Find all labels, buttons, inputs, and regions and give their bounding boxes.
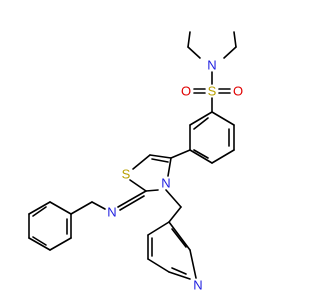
thiazole-bond <box>149 154 172 159</box>
imine-double-bond <box>119 195 145 211</box>
bond-layer <box>28 31 237 280</box>
sulfonamide-nitrogen-label: N <box>207 58 216 73</box>
methylene-bond <box>168 206 182 223</box>
phenyl-bond <box>28 201 51 215</box>
pyridine-bond <box>168 221 191 251</box>
benzene-inner-bond <box>193 117 209 130</box>
benzene-inner-bond <box>193 149 209 159</box>
sulfonyl-sulfur-label: S <box>208 84 217 99</box>
ethyl-bond <box>187 31 191 48</box>
pyridine-inner-bond <box>171 267 187 275</box>
pyridine-bond <box>189 249 197 279</box>
benzene-bond <box>211 149 235 164</box>
phenyl-bond <box>49 201 72 215</box>
phenyl-bond <box>70 201 93 215</box>
imine-nitrogen-label: N <box>107 205 116 220</box>
thiazole-bond <box>129 179 147 192</box>
imine-aryl-bond <box>91 201 106 210</box>
ethyl-bond <box>187 46 201 59</box>
imine-double-bond <box>117 190 147 208</box>
molecule-structure: N S O O S N N N <box>28 31 243 293</box>
thiazole-bond <box>167 157 172 177</box>
phenyl-bond <box>28 237 51 251</box>
benzene-bond <box>211 111 235 126</box>
pyridine-nitrogen-label: N <box>193 278 202 293</box>
sulfonyl-oxygen-right-label: O <box>233 84 243 99</box>
thiazole-inner-bond <box>151 158 169 163</box>
pyridine-bond <box>168 271 191 280</box>
thiazole-sulfur-label: S <box>122 167 131 182</box>
thiazole-nitrogen-label: N <box>161 176 170 191</box>
pyridine-bond <box>147 258 170 273</box>
benzene-bond <box>189 149 213 164</box>
ethyl-bond <box>223 46 237 59</box>
thiazole-bond <box>145 189 159 192</box>
benzene-bond <box>189 111 213 126</box>
thiazole-bond <box>132 154 151 170</box>
phenyl-inner-bond <box>32 236 47 246</box>
aryl-thiazole-bond <box>170 149 191 159</box>
methylene-bond <box>165 189 182 208</box>
sulfonyl-oxygen-left-label: O <box>181 84 191 99</box>
phenyl-bond <box>49 237 72 251</box>
pyridine-bond <box>147 221 170 236</box>
phenyl-inner-bond <box>32 206 47 217</box>
ethyl-bond <box>233 31 237 48</box>
atom-label-layer: N S O O S N N N <box>107 58 243 293</box>
pyridine-inner-bond <box>171 228 187 248</box>
